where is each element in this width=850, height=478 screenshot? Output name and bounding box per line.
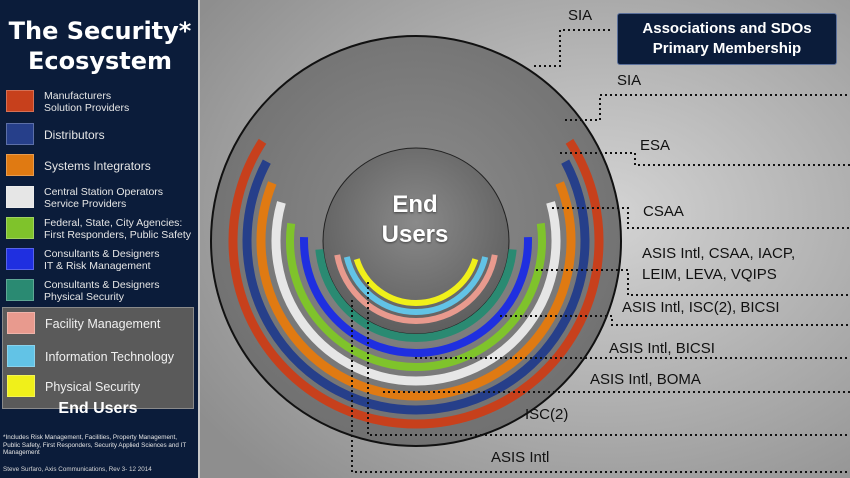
legend-label: Manufacturers Solution Providers [44,90,130,114]
leader-line [560,152,850,166]
legend-swatch [6,90,34,112]
legend-label: Facility Management [45,316,161,331]
legend-swatch [6,248,34,270]
legend-label: Distributors [44,127,105,142]
org-label: SIA [568,7,593,24]
segment-arc [256,181,576,401]
segment-arc [353,258,479,306]
legend-item: Federal, State, City Agencies: First Res… [6,215,196,243]
legend-label: Central Station Operators Service Provid… [44,186,164,210]
legend-swatch [7,375,35,397]
legend-item: Distributors [6,121,196,149]
associations-box: Associations and SDOs Primary Membership [617,13,837,65]
leader-line [351,300,850,473]
org-label: ASIS Intl, CSAA, IACP, LEIM, LEVA, VQIPS [642,245,796,283]
legend-label: Physical Security [45,379,141,394]
end-user-legend-item: Facility Management [7,310,197,338]
center-label: End Users [381,191,449,248]
legend-item: Manufacturers Solution Providers [6,88,196,116]
legend-swatch [6,217,34,239]
arc-group [228,138,604,429]
leader-line [565,94,850,121]
legend-label: Systems Integrators [44,158,151,173]
legend-label: Federal, State, City Agencies: First Res… [44,217,192,241]
leader-line [552,207,850,229]
legend-swatch [6,154,34,176]
end-user-legend-item: Information Technology [7,343,197,371]
segment-arc [286,222,546,371]
org-label: ESA [640,137,671,154]
legend-swatch [6,123,34,145]
org-label: ASIS Intl, BICSI [609,340,715,357]
end-user-legend-item: Physical Security [7,373,197,401]
legend-item: Central Station Operators Service Provid… [6,184,196,212]
segment-arc [242,159,590,415]
credit: Steve Surfaro, Axis Communications, Rev … [3,466,152,473]
legend-item: Consultants & Designers Physical Securit… [6,277,196,305]
legend-label: Consultants & Designers IT & Risk Manage… [44,248,160,272]
legend-swatch [6,279,34,301]
legend-swatch [7,345,35,367]
leader-line [534,29,610,67]
leader-line [500,315,850,326]
segment-arc [271,201,561,386]
footnote: *Includes Risk Management, Facilities, P… [3,434,187,456]
org-label: CSAA [643,203,684,220]
org-label: SIA [617,72,642,89]
legend-label: Information Technology [45,349,175,364]
segment-arc [300,236,532,357]
legend-item: Systems Integrators [6,152,196,180]
associations-box-text: Associations and SDOs Primary Membership [642,20,812,57]
segment-arc [228,138,604,429]
leader-line [367,282,850,436]
legend-item: Consultants & Designers IT & Risk Manage… [6,246,196,274]
leader-line [536,269,850,296]
legend-swatch [6,186,34,208]
org-label: ASIS Intl, BOMA [590,371,701,388]
page-title: The Security* Ecosystem [8,17,192,75]
segment-arc [315,249,517,342]
legend-label: Consultants & Designers Physical Securit… [44,279,160,303]
legend-swatch [7,312,35,334]
org-label: ISC(2) [525,406,569,423]
end-users-title: End Users [58,400,138,417]
sidebar: The Security* Ecosystem Manufacturers So… [0,0,200,478]
segment-arc [334,254,498,324]
leader-lines [351,29,850,473]
segment-arc [343,256,489,315]
org-label: ASIS Intl, ISC(2), BICSI [622,299,780,316]
org-label: ASIS Intl [491,449,550,466]
